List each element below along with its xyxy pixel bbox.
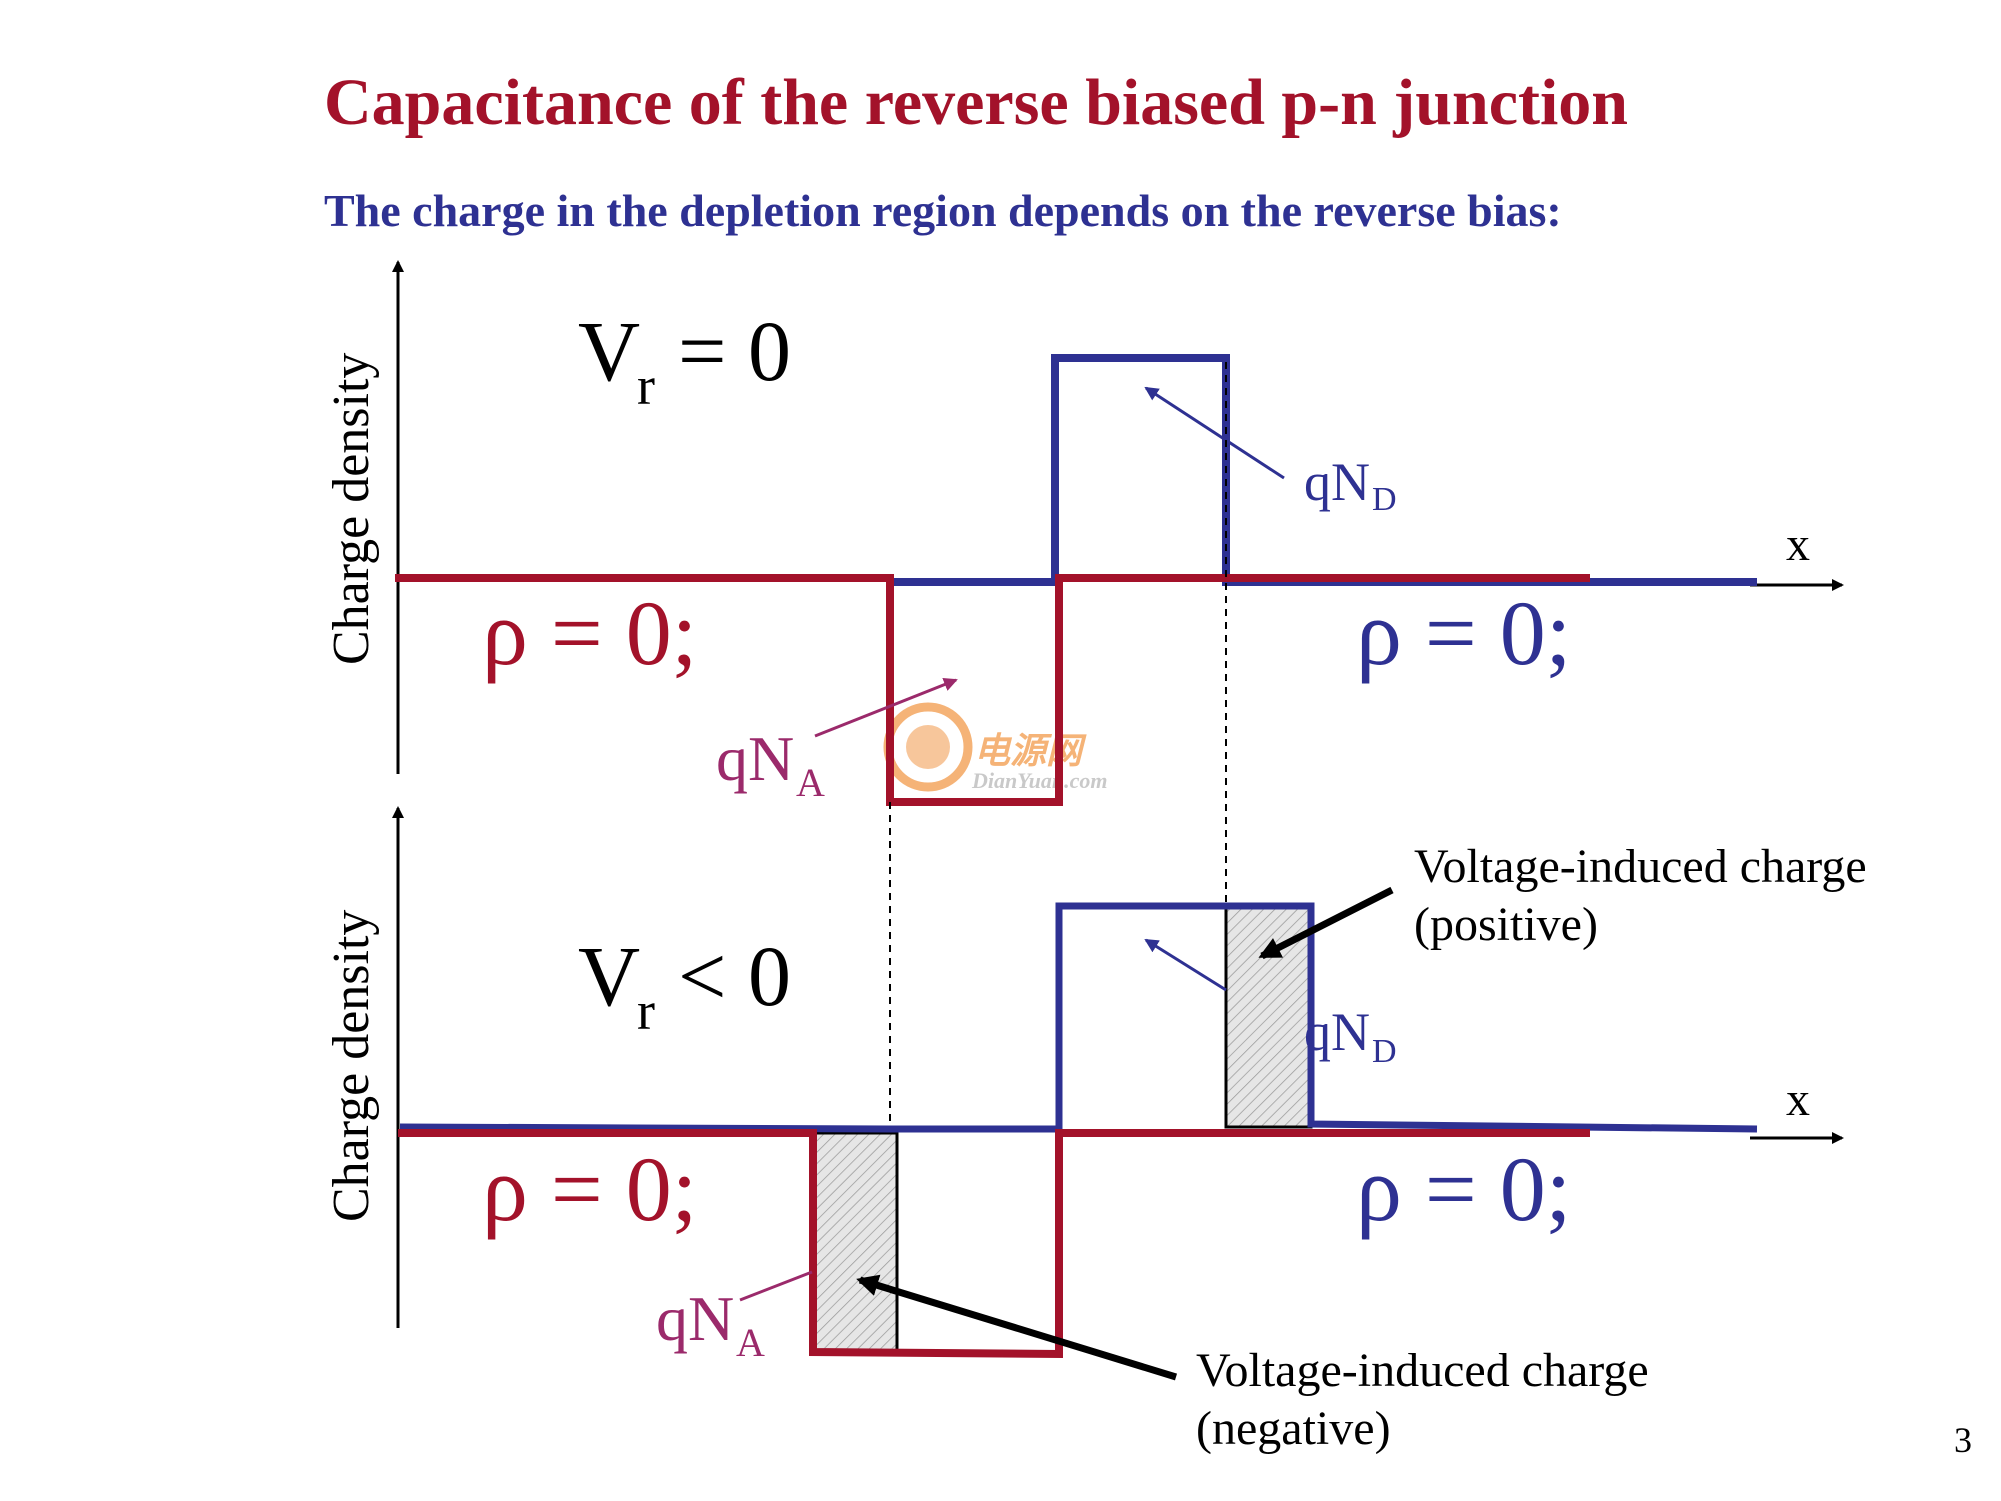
bottom-donor-label-sub: D bbox=[1372, 1033, 1397, 1070]
watermark-latin: DianYuan.com bbox=[971, 768, 1108, 793]
bottom-bias-relation: < 0 bbox=[678, 928, 791, 1024]
slide-title: Capacitance of the reverse biased p-n ju… bbox=[324, 66, 1628, 139]
bottom-bias-label: V r < 0 bbox=[578, 928, 791, 1041]
top-x-axis-label: x bbox=[1786, 518, 1810, 571]
positive-charge-callout-arrow bbox=[1258, 886, 1394, 960]
bottom-donor-charge-profile bbox=[399, 902, 1758, 1133]
top-rho-left: ρ = 0; bbox=[482, 582, 697, 684]
top-acceptor-charge-profile bbox=[395, 574, 1590, 806]
bottom-acceptor-charge-profile bbox=[398, 1129, 1590, 1359]
top-acceptor-pointer-arrow bbox=[814, 677, 958, 738]
bottom-rho-left: ρ = 0; bbox=[482, 1138, 697, 1240]
positive-charge-note-line2: (positive) bbox=[1414, 898, 1598, 951]
bottom-acceptor-label-sub: A bbox=[736, 1320, 765, 1365]
top-donor-label-sub: D bbox=[1372, 481, 1397, 518]
bottom-x-axis-label: x bbox=[1786, 1073, 1810, 1126]
bottom-bias-subscript: r bbox=[637, 981, 655, 1041]
top-bias-relation: = 0 bbox=[678, 303, 791, 399]
bottom-y-axis-label: Charge density bbox=[323, 910, 380, 1222]
top-bias-label: V r = 0 bbox=[578, 303, 791, 416]
bottom-acceptor-label-main: qN bbox=[656, 1283, 734, 1354]
top-y-axis-label: Charge density bbox=[323, 353, 380, 665]
top-bias-subscript: r bbox=[637, 356, 655, 416]
bottom-panel: x Charge density V r < 0 ρ = 0; ρ = 0; q… bbox=[323, 806, 1867, 1455]
top-bias-symbol: V bbox=[578, 303, 640, 399]
bottom-donor-pointer-arrow bbox=[1144, 938, 1227, 992]
negative-induced-charge-region bbox=[811, 1131, 899, 1354]
bottom-donor-label-main: qN bbox=[1304, 1002, 1370, 1062]
top-acceptor-label-main: qN bbox=[716, 723, 794, 794]
top-donor-label: qN D bbox=[1304, 452, 1397, 518]
top-donor-pointer-arrow bbox=[1144, 386, 1285, 480]
slide-subtitle: The charge in the depletion region depen… bbox=[324, 185, 1562, 236]
bottom-donor-label: qN D bbox=[1304, 1002, 1397, 1070]
bottom-acceptor-pointer-line bbox=[739, 1270, 813, 1302]
page-number: 3 bbox=[1954, 1420, 1972, 1460]
top-donor-label-main: qN bbox=[1304, 452, 1370, 512]
watermark-logo: 电源网 DianYuan.com bbox=[883, 702, 1108, 793]
bottom-acceptor-label: qN A bbox=[656, 1283, 765, 1365]
bottom-bias-symbol: V bbox=[578, 928, 640, 1024]
watermark-chinese: 电源网 bbox=[974, 731, 1087, 771]
negative-charge-callout-arrow bbox=[856, 1274, 1178, 1381]
top-panel: x Charge density V r = 0 ρ = 0; ρ = 0; q… bbox=[323, 260, 1844, 806]
bottom-rho-right: ρ = 0; bbox=[1356, 1138, 1571, 1240]
top-rho-right: ρ = 0; bbox=[1356, 582, 1571, 684]
positive-charge-note-line1: Voltage-induced charge bbox=[1414, 840, 1867, 893]
negative-charge-note-line2: (negative) bbox=[1196, 1402, 1391, 1455]
top-acceptor-label-sub: A bbox=[796, 760, 825, 805]
negative-charge-note-line1: Voltage-induced charge bbox=[1196, 1344, 1649, 1397]
top-acceptor-label: qN A bbox=[716, 723, 825, 805]
